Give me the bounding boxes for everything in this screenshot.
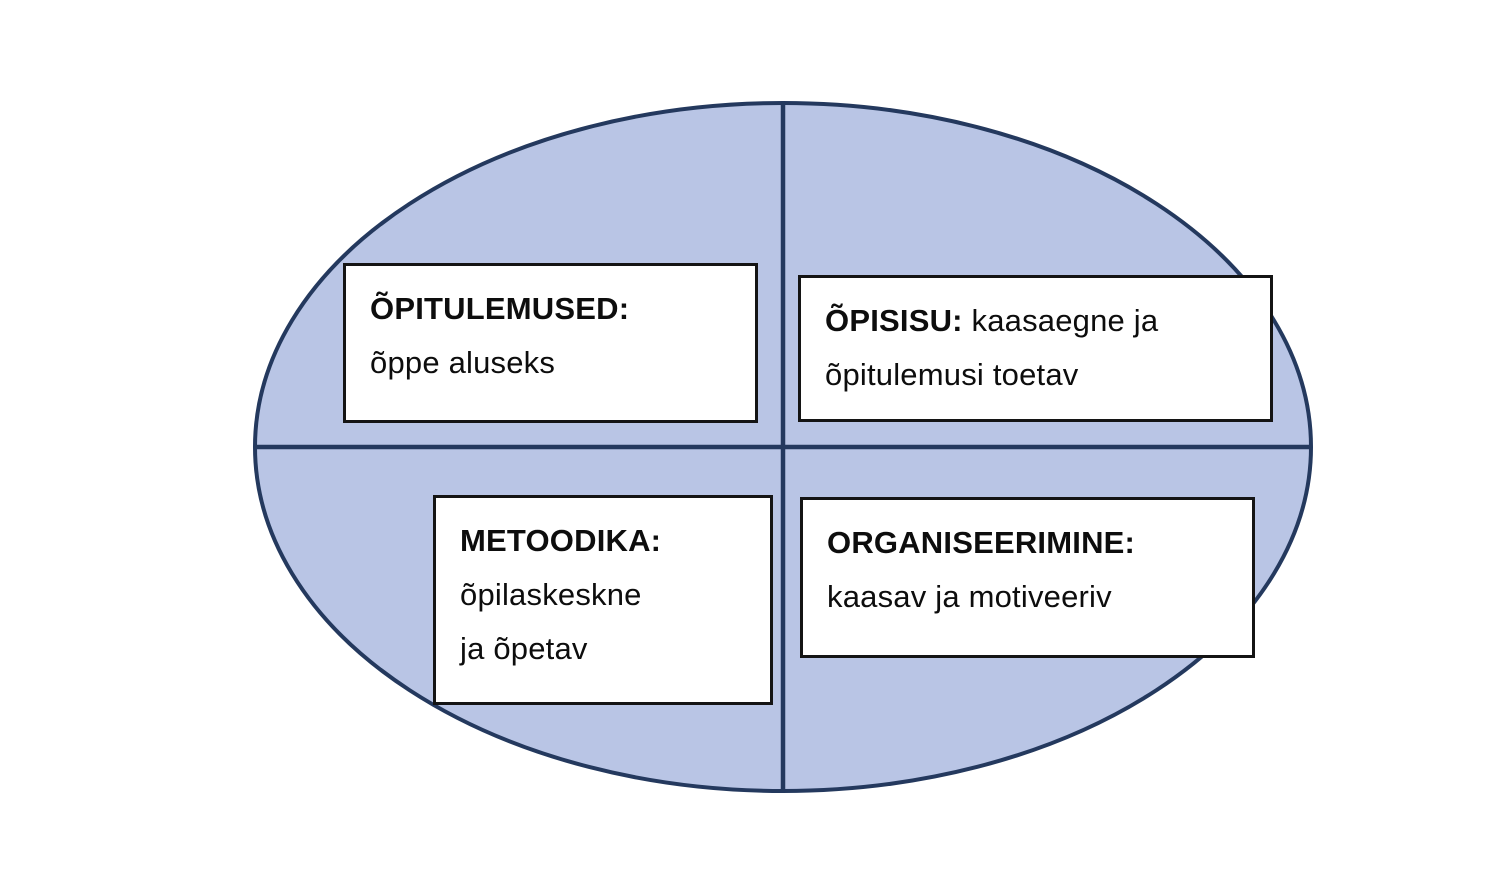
box-title: ÕPITULEMUSED: bbox=[370, 291, 630, 326]
label-box-opitulemused: ÕPITULEMUSED: õppe aluseks bbox=[343, 263, 758, 423]
box-title: ÕPISISU: bbox=[825, 303, 963, 338]
label-box-opisisu: ÕPISISU: kaasaegne ja õpitulemusi toetav bbox=[798, 275, 1273, 422]
box-title: ORGANISEERIMINE: bbox=[827, 525, 1136, 560]
box-body: õppe aluseks bbox=[370, 345, 556, 380]
box-body: õpilaskeskne ja õpetav bbox=[460, 577, 642, 666]
box-title: METOODIKA: bbox=[460, 523, 662, 558]
box-body: kaasaegne ja õpitulemusi toetav bbox=[825, 303, 1159, 392]
label-box-organiseerimine: ORGANISEERIMINE: kaasav ja motiveeriv bbox=[800, 497, 1255, 658]
label-box-metoodika: METOODIKA: õpilaskeskne ja õpetav bbox=[433, 495, 773, 705]
box-body: kaasav ja motiveeriv bbox=[827, 579, 1112, 614]
